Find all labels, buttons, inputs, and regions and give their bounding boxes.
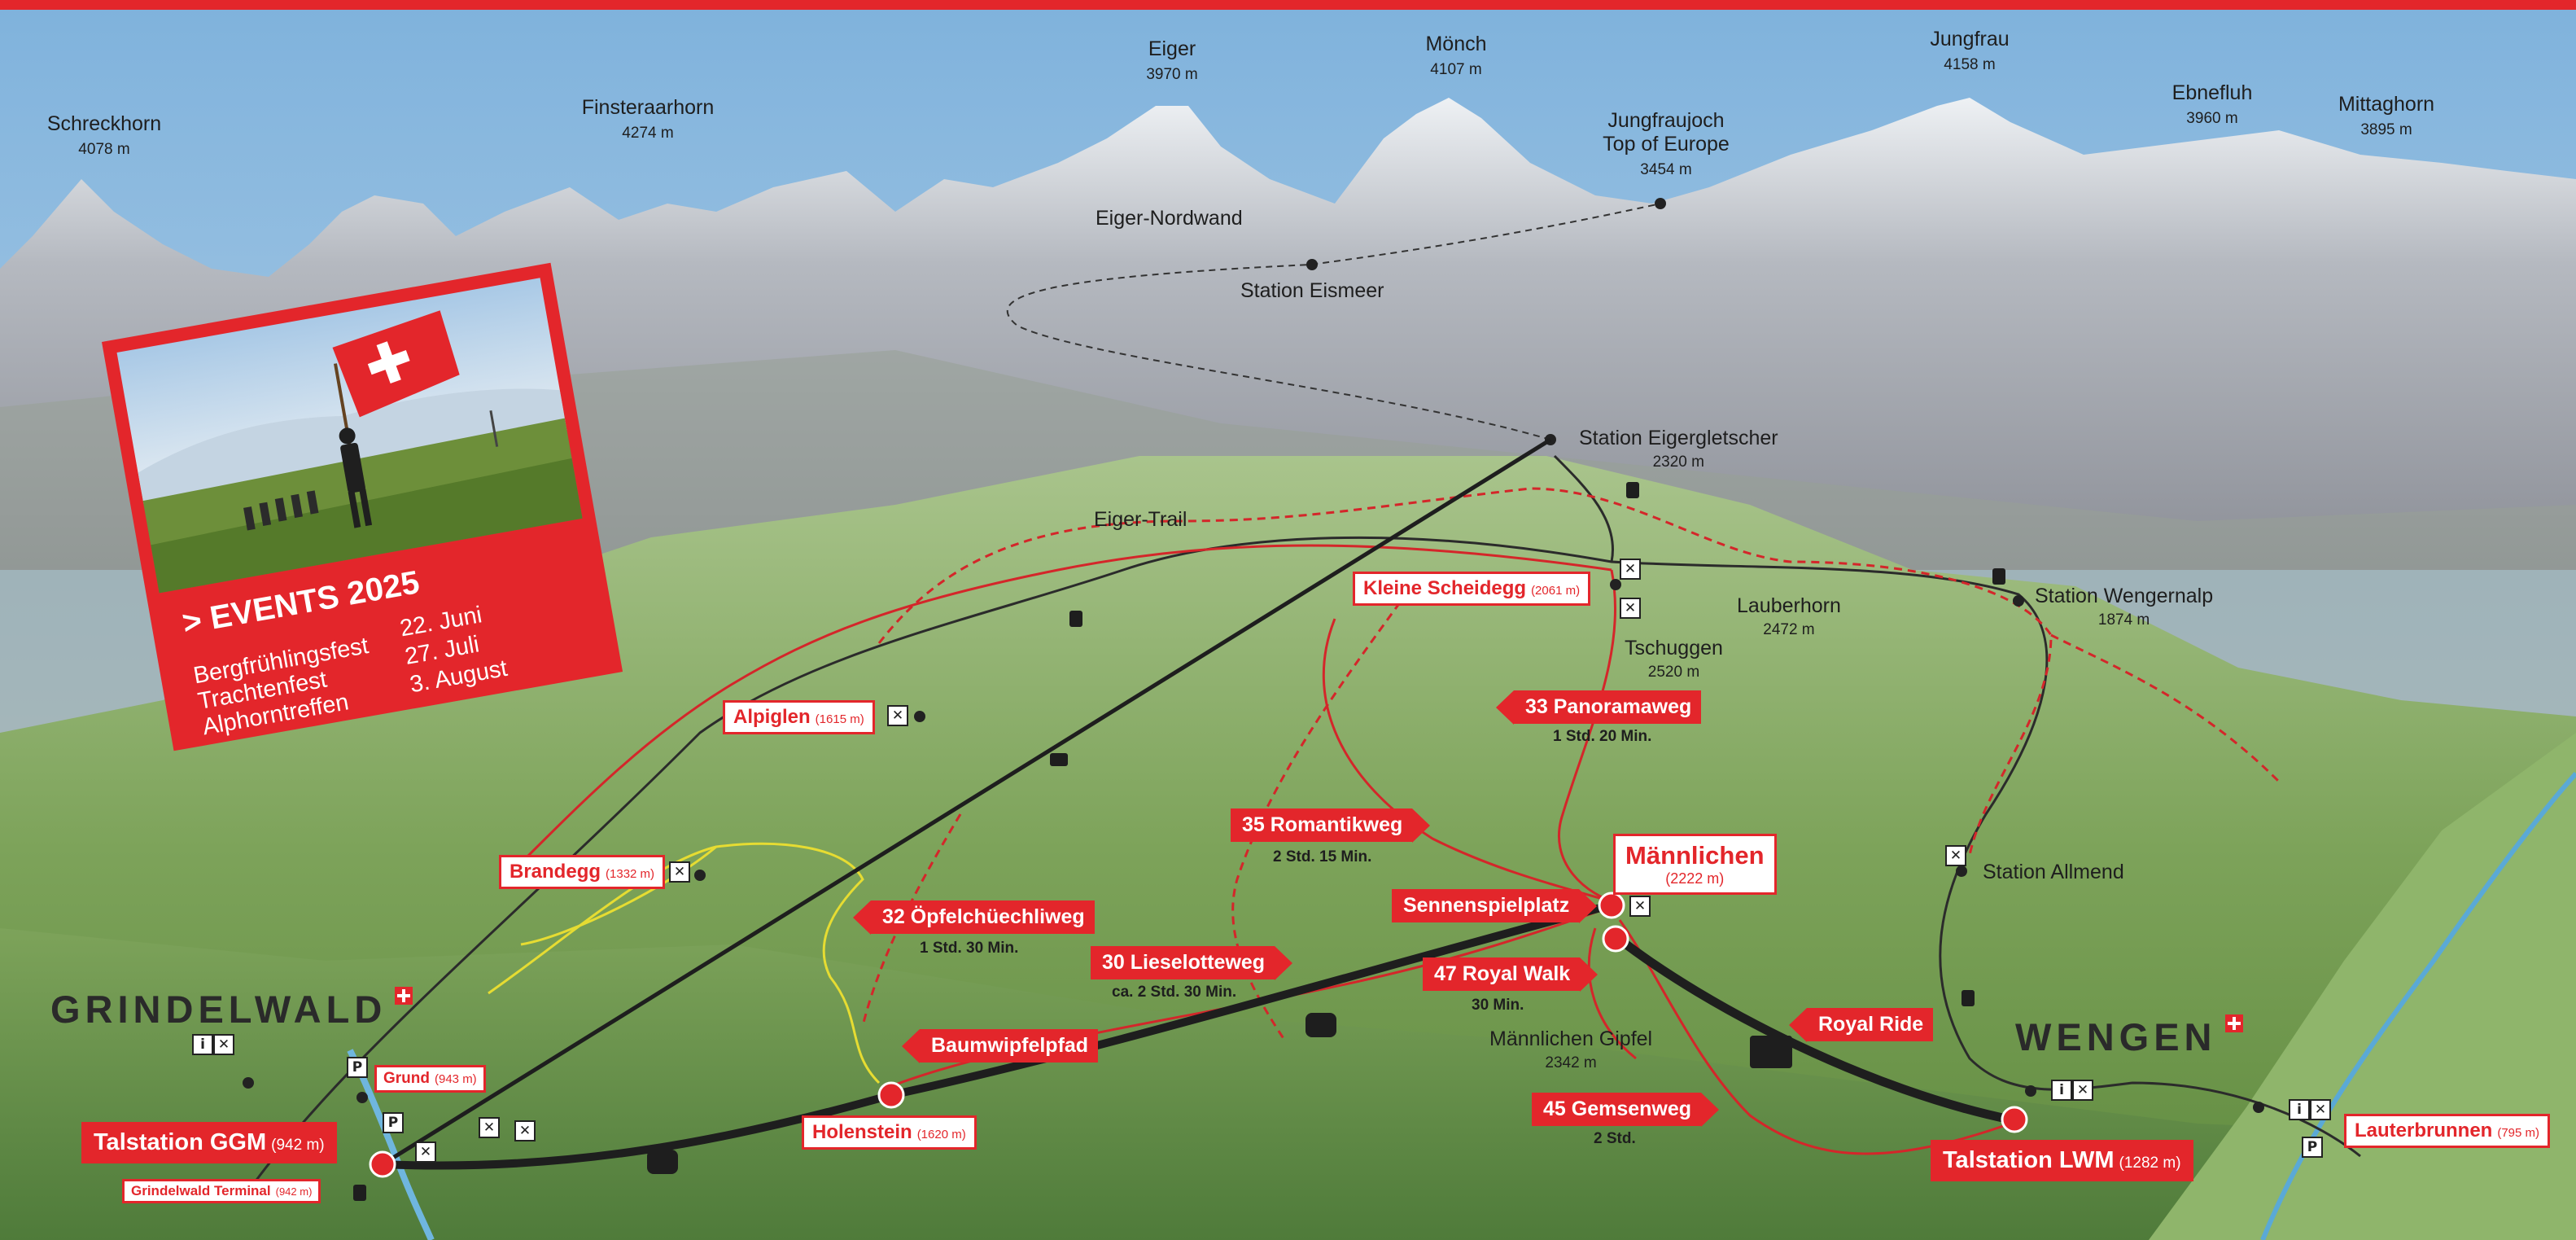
station-label-talstation-lwm[interactable]: Talstation LWM(1282 m) — [1931, 1140, 2193, 1181]
events-card[interactable]: > EVENTS 2025 Bergfrühlingsfest 22. Juni… — [102, 262, 623, 751]
alphorn-photo — [138, 310, 583, 594]
trail-time-gemsenweg: 2 Std. — [1594, 1130, 1636, 1147]
restaurant-icon: ✕ — [514, 1120, 536, 1141]
station-label-grindelwald-terminal[interactable]: Grindelwald Terminal(942 m) — [122, 1179, 321, 1203]
station-label-maennlichen[interactable]: Männlichen(2222 m) — [1613, 834, 1777, 895]
station-label-talstation-ggm[interactable]: Talstation GGM(942 m) — [81, 1122, 337, 1163]
town-label-wengen: WENGEN — [2015, 1014, 2243, 1059]
trail-label-panoramaweg[interactable]: 33 Panoramaweg — [1495, 690, 1702, 725]
info-icon: i — [2051, 1080, 2072, 1101]
label-station-eismeer: Station Eismeer — [1240, 279, 1384, 302]
trail-time-lieselotteweg: ca. 2 Std. 30 Min. — [1112, 984, 1237, 1001]
restaurant-icon: ✕ — [887, 705, 908, 726]
trail-time-romantikweg: 2 Std. 15 Min. — [1273, 848, 1372, 865]
restaurant-icon: ✕ — [669, 861, 690, 883]
restaurant-icon: ✕ — [415, 1141, 436, 1163]
label-eiger-trail: Eiger-Trail — [1094, 508, 1187, 531]
trail-label-lieselotteweg[interactable]: 30 Lieselotteweg — [1091, 946, 1293, 980]
restaurant-icon: ✕ — [2310, 1099, 2331, 1120]
station-label-lauterbrunnen[interactable]: Lauterbrunnen(795 m) — [2344, 1114, 2551, 1148]
trail-time-royal-walk: 30 Min. — [1472, 997, 1524, 1014]
trail-time-oepfelchuechliweg: 1 Std. 30 Min. — [920, 940, 1019, 957]
events-photo — [116, 278, 583, 594]
station-label-holenstein[interactable]: Holenstein(1620 m) — [802, 1115, 977, 1150]
label-royal-ride[interactable]: Royal Ride — [1788, 1008, 1934, 1042]
restaurant-icon: ✕ — [2072, 1080, 2093, 1101]
station-label-kleine-scheidegg[interactable]: Kleine Scheidegg(2061 m) — [1353, 572, 1591, 606]
restaurant-icon: ✕ — [1620, 559, 1641, 580]
parking-icon: P — [383, 1112, 404, 1133]
station-label-alpiglen[interactable]: Alpiglen(1615 m) — [723, 700, 875, 734]
swiss-cross-icon — [395, 987, 413, 1005]
trail-label-royal-walk[interactable]: 47 Royal Walk — [1423, 957, 1599, 992]
label-baumwipfelpfad[interactable]: Baumwipfelpfad — [901, 1029, 1099, 1063]
trail-time-panoramaweg: 1 Std. 20 Min. — [1553, 728, 1652, 745]
restaurant-icon: ✕ — [213, 1034, 234, 1055]
trail-label-romantikweg[interactable]: 35 Romantikweg — [1231, 808, 1431, 843]
trail-label-gemsenweg[interactable]: 45 Gemsenweg — [1532, 1093, 1720, 1127]
restaurant-icon: ✕ — [1629, 896, 1651, 917]
parking-icon: P — [347, 1057, 368, 1078]
station-label-grund[interactable]: Grund(943 m) — [374, 1065, 486, 1093]
trail-label-oepfelchuechliweg[interactable]: 32 Öpfelchüechliweg — [853, 900, 1095, 935]
info-icon: i — [2289, 1099, 2310, 1120]
town-label-grindelwald: GRINDELWALD — [50, 987, 413, 1032]
restaurant-icon: ✕ — [1620, 598, 1641, 619]
swiss-cross-icon — [2224, 1014, 2243, 1032]
label-eiger-nordwand: Eiger-Nordwand — [1096, 207, 1243, 230]
info-icon: i — [192, 1034, 213, 1055]
label-sennenspielplatz[interactable]: Sennenspielplatz — [1392, 889, 1598, 923]
station-label-brandegg[interactable]: Brandegg(1332 m) — [499, 855, 666, 889]
parking-icon: P — [2302, 1137, 2323, 1158]
label-station-allmend: Station Allmend — [1983, 861, 2124, 883]
restaurant-icon: ✕ — [1945, 845, 1966, 866]
restaurant-icon: ✕ — [479, 1117, 500, 1138]
